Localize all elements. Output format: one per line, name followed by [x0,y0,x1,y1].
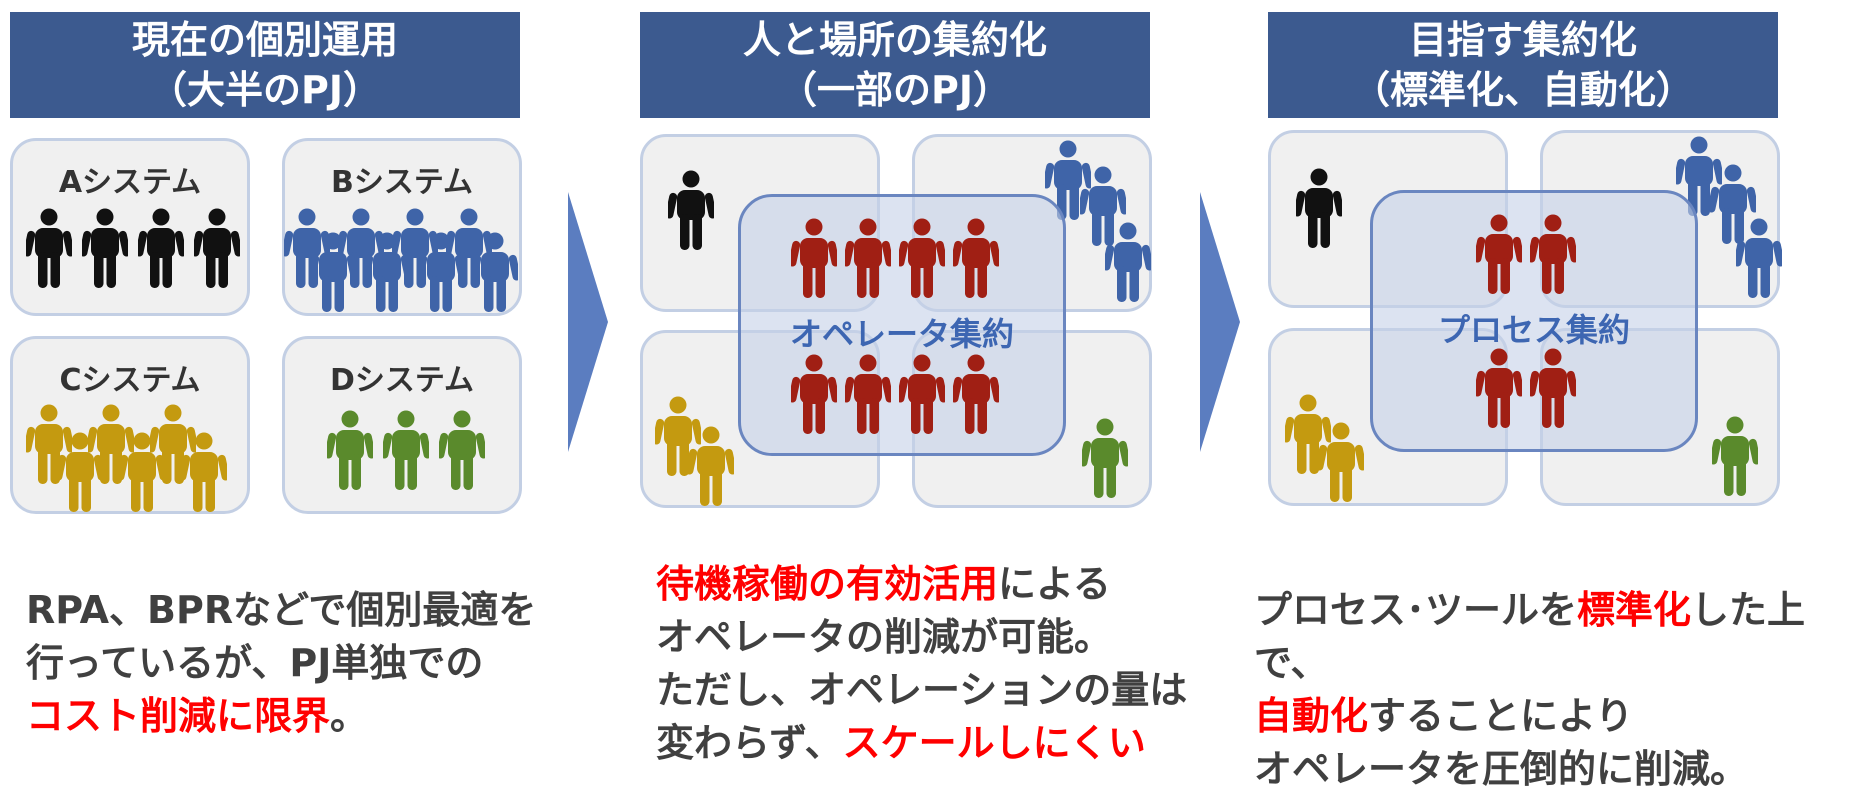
caption-highlight: スケールしにくい [842,721,1146,765]
system-c-label: Cシステム [59,363,201,398]
arrow-right-icon [568,192,608,452]
person-icon [1318,422,1364,502]
process-consolidation-label: プロセス集約 [1437,311,1630,349]
person-icon [791,218,837,298]
caption-line: プロセス･ツールを標準化した上で、 [1254,584,1871,690]
panel1-header-line2: （大半のPJ） [149,68,381,112]
panel3-header-line2: （標準化、自動化） [1351,68,1694,112]
caption-text: 。 [330,694,369,738]
person-icon [1530,348,1576,428]
caption-line: 行っているが、PJ単独での [26,641,484,685]
person-icon [1105,222,1151,302]
caption-line: 変わらず、スケールしにくい [656,717,1187,770]
system-b-box: Bシステム [282,138,522,316]
caption-text: による [998,562,1111,606]
caption-highlight: コスト削減に限界 [26,694,331,738]
person-icon [899,218,945,298]
person-icon [82,208,128,288]
caption-line: 待機稼働の有効活用による [656,558,1187,611]
panel2-header-line2: （一部のPJ） [779,68,1011,112]
panel1-header-line1: 現在の個別運用 [131,18,398,62]
person-icon [119,432,165,512]
panel3-header-line1: 目指す集約化 [1408,18,1637,62]
caption-line: オペレータを圧倒的に削減。 [1254,747,1749,791]
person-icon [1736,218,1782,298]
arrow-right-icon [1200,192,1240,452]
person-icon [1712,416,1758,496]
person-icon [1476,348,1522,428]
person-icon [1476,214,1522,294]
caption-current: RPA、BPRなどで個別最適を 行っているが、PJ単独での コスト削減に限界。 [26,584,536,743]
caption-operator: 待機稼働の有効活用による オペレータの削減が可能。 ただし、オペレーションの量は… [656,558,1187,770]
caption-highlight: 標準化 [1577,588,1692,632]
person-icon [668,170,714,250]
panel2-header-line1: 人と場所の集約化 [742,18,1047,62]
person-icon [1530,214,1576,294]
caption-text: 変わらず、 [656,721,843,765]
panel2-header: 人と場所の集約化 （一部のPJ） [640,12,1150,118]
person-icon [194,208,240,288]
caption-text: することにより [1368,694,1634,738]
person-icon [845,218,891,298]
person-icon [953,218,999,298]
person-icon [688,426,734,506]
caption-highlight: 待機稼働の有効活用 [656,562,999,606]
person-icon [383,410,429,490]
caption-line: 自動化することにより [1254,690,1871,743]
person-icon [138,208,184,288]
panel1-header: 現在の個別運用 （大半のPJ） [10,12,520,118]
system-d-label: Dシステム [329,363,474,398]
caption-highlight: 自動化 [1254,694,1369,738]
system-b-label: Bシステム [331,165,473,200]
person-icon [364,232,410,312]
person-icon [1082,418,1128,498]
panel3-header: 目指す集約化 （標準化、自動化） [1268,12,1778,118]
person-icon [791,354,837,434]
person-icon [472,232,518,312]
caption-text: プロセス･ツールを [1254,588,1578,632]
caption-line: ただし、オペレーションの量は [656,668,1188,712]
person-icon [439,410,485,490]
person-icon [1296,168,1342,248]
person-icon [57,432,103,512]
person-icon [953,354,999,434]
caption-line: コスト削減に限界。 [26,690,536,743]
person-icon [310,232,356,312]
operator-consolidation-label: オペレータ集約 [789,315,1014,353]
system-a-box: Aシステム [10,138,250,316]
caption-line: RPA、BPRなどで個別最適を [26,588,537,632]
person-icon [899,354,945,434]
person-icon [181,432,227,512]
operator-consolidation-area: オペレータ集約 [738,194,1066,456]
caption-target: プロセス･ツールを標準化した上で、 自動化することにより オペレータを圧倒的に削… [1254,584,1871,796]
person-icon [845,354,891,434]
person-icon [327,410,373,490]
process-consolidation-area: プロセス集約 [1370,190,1698,452]
caption-text: した上で、 [1254,588,1806,685]
system-a-label: Aシステム [58,165,202,200]
person-icon [26,208,72,288]
caption-line: オペレータの削減が可能。 [656,615,1113,659]
person-icon [418,232,464,312]
